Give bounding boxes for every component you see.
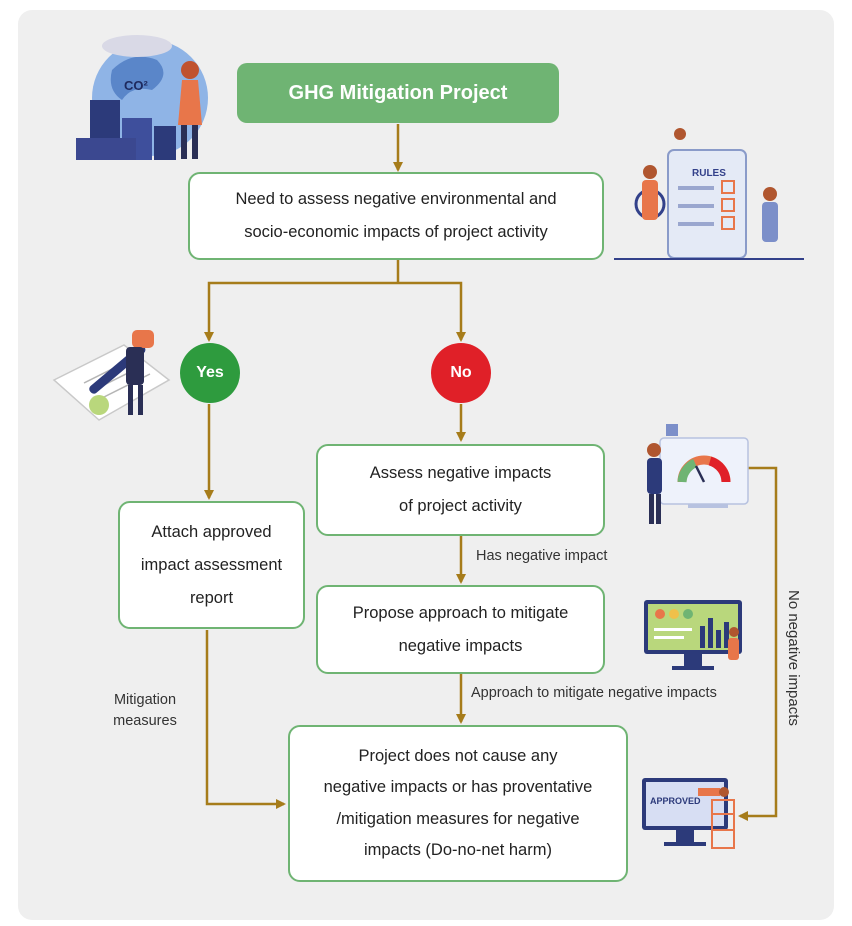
label-mitigation-measures: Mitigation measures bbox=[113, 692, 177, 729]
attach-report-node: Attach approved impact assessment report bbox=[118, 501, 305, 629]
no-text: No bbox=[450, 364, 472, 381]
edge-no-negative bbox=[738, 466, 778, 821]
final-node: Project does not cause any negative impa… bbox=[288, 725, 628, 882]
monitor-chart-illustration bbox=[644, 600, 742, 670]
attach-report-text: Attach approved impact assessment report bbox=[140, 522, 283, 607]
yes-text: Yes bbox=[196, 364, 224, 381]
edge-to-yes bbox=[204, 281, 398, 342]
assess-need-node: Need to assess negative environmental an… bbox=[188, 172, 604, 260]
title-node: GHG Mitigation Project bbox=[237, 63, 559, 123]
rules-text: RULES bbox=[692, 168, 726, 179]
globe-factory-illustration: CO² bbox=[76, 35, 208, 160]
gauge-dashboard-illustration bbox=[647, 424, 749, 524]
edge-to-no bbox=[398, 281, 466, 342]
propose-node: Propose approach to mitigate negative im… bbox=[316, 585, 605, 674]
assess-impacts-node: Assess negative impacts of project activ… bbox=[316, 444, 605, 536]
co2-text: CO² bbox=[124, 78, 149, 93]
label-no-negative-impacts: No negative impacts bbox=[785, 590, 802, 726]
title-node-text: GHG Mitigation Project bbox=[288, 81, 508, 104]
no-node: No bbox=[431, 343, 491, 403]
signing-illustration bbox=[52, 330, 171, 421]
propose-text: Propose approach to mitigate negative im… bbox=[352, 603, 569, 655]
label-approach-to-mitigate: Approach to mitigate negative impacts bbox=[471, 685, 717, 701]
approved-screen-illustration: APPROVED bbox=[642, 778, 735, 849]
edge-attach-to-final bbox=[205, 630, 286, 809]
final-text: Project does not cause any negative impa… bbox=[323, 746, 593, 860]
yes-node: Yes bbox=[180, 343, 240, 403]
rules-checklist-illustration: RULES bbox=[614, 128, 804, 260]
approved-text: APPROVED bbox=[650, 796, 701, 806]
assess-need-text: Need to assess negative environmental an… bbox=[235, 190, 557, 241]
label-has-negative-impact: Has negative impact bbox=[476, 548, 608, 564]
assess-impacts-text: Assess negative impacts of project activ… bbox=[369, 464, 552, 515]
